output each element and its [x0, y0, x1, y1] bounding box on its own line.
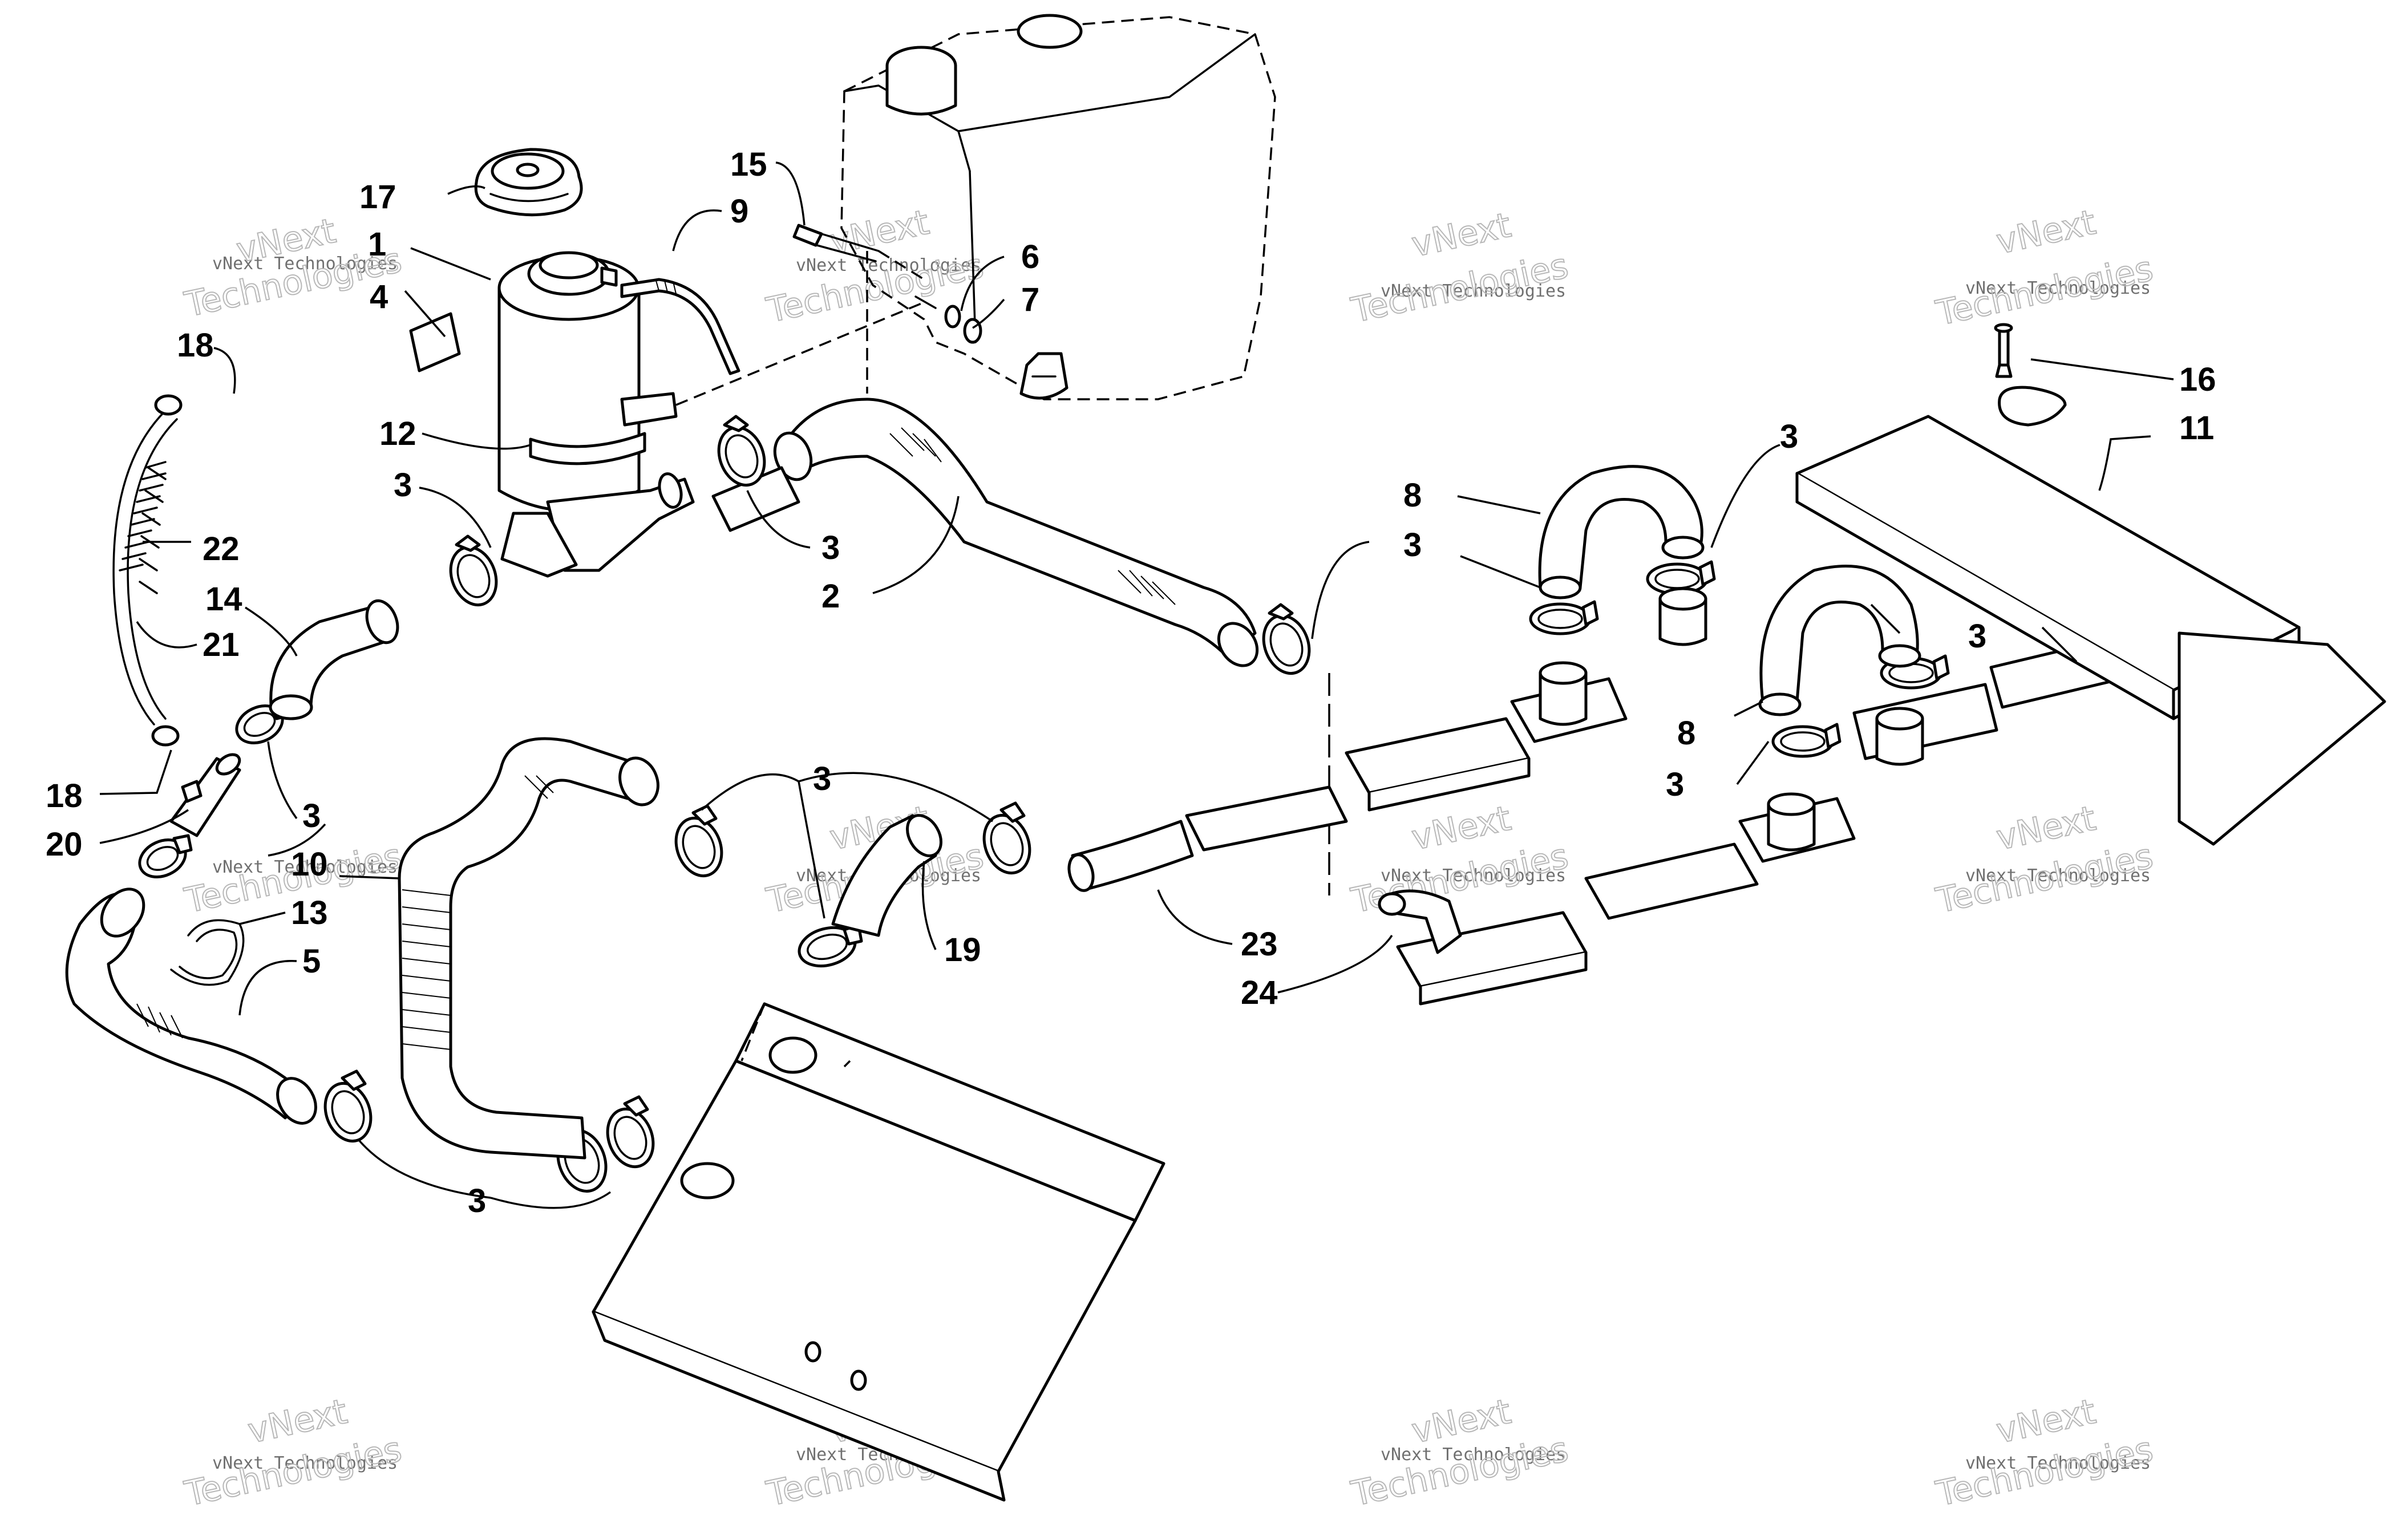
- callout-8: 8: [1677, 715, 1695, 752]
- callout-7: 7: [1021, 281, 1039, 318]
- callout-13: 13: [291, 894, 328, 931]
- heat-exchanger-cover: [1795, 415, 2386, 846]
- callout-24: 24: [1241, 974, 1278, 1011]
- callout-22: 22: [203, 530, 240, 568]
- callout-16: 16: [2179, 361, 2216, 398]
- crossover-tube: [1067, 820, 1194, 892]
- callout-9: 9: [730, 193, 748, 230]
- callout-3: 3: [302, 797, 321, 834]
- tee-fitting: [169, 753, 241, 837]
- connection-lines: [675, 250, 1330, 895]
- callout-6: 6: [1021, 238, 1039, 275]
- radiator-panel: [592, 1002, 1165, 1502]
- small-elbow-hose: [831, 814, 942, 937]
- callout-11: 11: [2179, 410, 2214, 447]
- callout-2: 2: [821, 578, 840, 615]
- decal: [409, 312, 461, 372]
- callout-14: 14: [205, 581, 242, 618]
- expansion-bottle: [497, 251, 695, 578]
- callout-18: 18: [46, 777, 83, 814]
- bellows-hose: [398, 737, 659, 1160]
- callout-20: 20: [46, 826, 83, 863]
- callout-3: 3: [813, 760, 831, 797]
- radiator-cap: [474, 148, 583, 217]
- heat-exchanger-lower: [1185, 637, 2124, 1006]
- watermark-text: vNext Technologies: [212, 254, 398, 274]
- callout-1: 1: [368, 226, 386, 263]
- watermark-text: vNext Technologies: [212, 1453, 398, 1473]
- bleed-hose: [112, 394, 183, 747]
- watermark-text: vNext Technologies: [1381, 866, 1566, 886]
- callout-23: 23: [1241, 926, 1278, 963]
- callout-3: 3: [1403, 526, 1422, 564]
- callout-3: 3: [468, 1182, 486, 1219]
- upper-hose: [711, 398, 1259, 667]
- callout-5: 5: [302, 943, 321, 980]
- spring: [119, 461, 167, 572]
- heat-exchanger-fittings: [1539, 587, 1924, 852]
- watermark-text: vNext Technologies: [1965, 866, 2151, 886]
- watermark-text: Technologies: [1348, 246, 1572, 331]
- callout-15: 15: [730, 146, 767, 183]
- watermark-text: vNext Technologies: [796, 256, 981, 275]
- callout-4: 4: [370, 278, 388, 315]
- callout-3: 3: [1780, 418, 1798, 455]
- callout-12: 12: [379, 415, 416, 452]
- watermark-text: vNext: [1409, 205, 1515, 265]
- watermark-text: vNext Technologies: [1381, 1445, 1566, 1465]
- reservoir-tank: [840, 14, 1276, 400]
- callout-3: 3: [1666, 766, 1684, 803]
- callout-3: 3: [1968, 618, 1986, 655]
- u-hose-lower: [1758, 565, 1921, 716]
- watermark-text: Technologies: [1933, 249, 2157, 334]
- watermark-text: vNext: [1993, 202, 2099, 262]
- lower-left-hose: [65, 887, 317, 1125]
- callout-21: 21: [203, 626, 240, 663]
- callout-18: 18: [177, 327, 214, 364]
- lower-elbow-hose: [1378, 889, 1462, 954]
- watermark-text: vNext: [1993, 1392, 2099, 1452]
- rivet-and-pad: [1994, 323, 2067, 427]
- callout-19: 19: [944, 931, 981, 968]
- watermark-text: vNext: [1409, 1392, 1515, 1452]
- fasteners: [792, 224, 982, 344]
- callout-8: 8: [1403, 477, 1422, 514]
- watermark-text: vNext Technologies: [1965, 278, 2151, 298]
- spring-clip: [170, 919, 245, 986]
- watermark-text: vNext Technologies: [1965, 1453, 2151, 1473]
- watermark-text: vNext: [1409, 799, 1515, 858]
- callout-3: 3: [394, 467, 412, 504]
- callout-10: 10: [291, 846, 328, 883]
- watermark-text: vNext Technologies: [1381, 281, 1566, 301]
- overflow-hose: [620, 278, 740, 375]
- leader-lines: [99, 161, 2174, 1209]
- callout-17: 17: [359, 179, 396, 216]
- callout-3: 3: [821, 529, 840, 566]
- watermark-text: vNext Technologies: [212, 857, 398, 877]
- watermark-text: vNext: [1993, 799, 2099, 858]
- elbow-hose: [269, 599, 399, 720]
- callout-labels: 17 1 4 9 15 6 7 18 12 3 3 2 22 14 21 8 3…: [46, 146, 2216, 1219]
